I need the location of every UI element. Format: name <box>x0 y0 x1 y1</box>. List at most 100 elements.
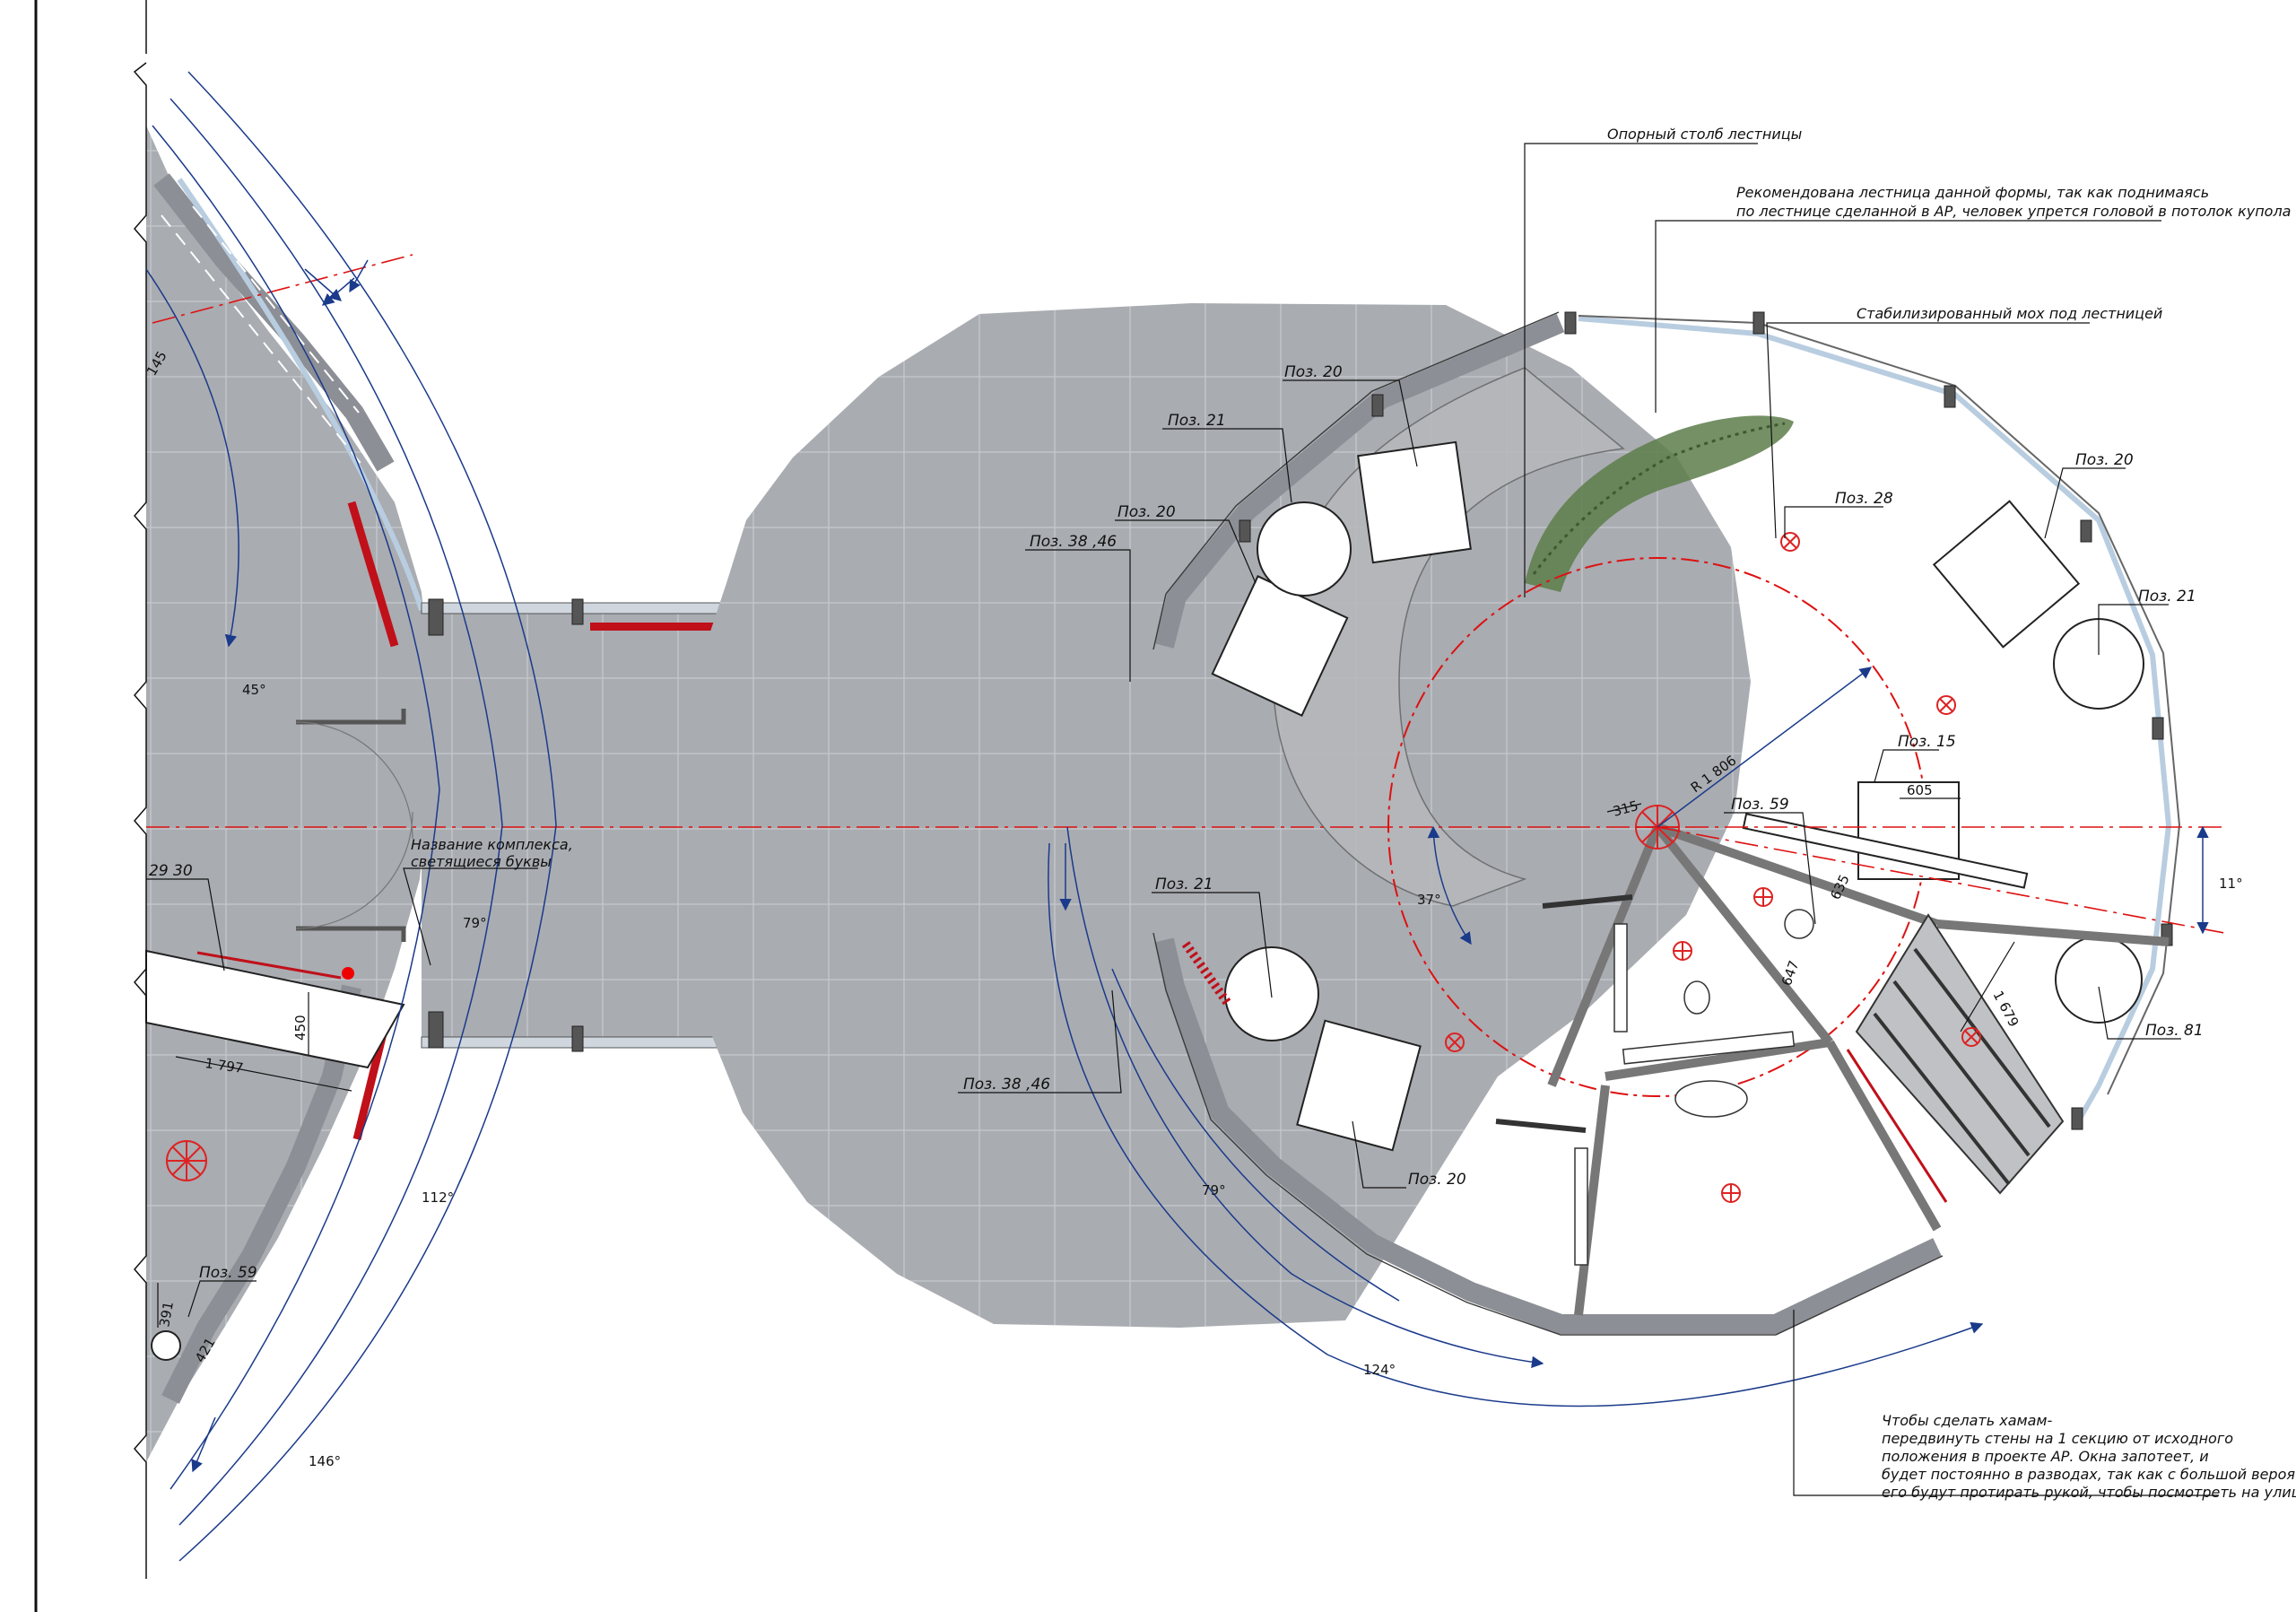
note-sign-2: светящиеся буквы <box>411 853 552 870</box>
left-dashed-line <box>161 214 364 467</box>
left-door-bottom <box>296 926 406 942</box>
note-hamam-2: передвинуть стены на 1 секцию от исходно… <box>1882 1430 2233 1447</box>
right-hall-wall-bottom <box>1154 937 1942 1334</box>
left-sink <box>151 1330 181 1361</box>
facade-post-7 <box>2071 1107 2083 1130</box>
label-poz59-left: Поз. 59 <box>199 1264 257 1282</box>
label-poz20-bottom: Поз. 20 <box>1408 1171 1466 1189</box>
sign-letters <box>196 951 342 980</box>
dim-45: 45° <box>242 682 266 698</box>
dim-ticks <box>157 797 2015 1328</box>
label-poz21-right: Поз. 21 <box>2138 588 2196 606</box>
left-hall-floor <box>146 126 430 1462</box>
left-hall-glass-arc <box>177 178 424 611</box>
note-stair-post: Опорный столб лестницы <box>1607 126 1802 143</box>
partition-f <box>1936 919 2170 946</box>
label-poz81: Поз. 81 <box>2145 1022 2204 1040</box>
label-poz20-mid: Поз. 20 <box>1118 503 1176 521</box>
table-1 <box>1257 501 1352 597</box>
partition-g <box>1574 1085 1610 1316</box>
right-hall-wall-top <box>1154 313 1565 649</box>
left-hall-outer-wall <box>153 173 395 472</box>
dim-37: 37° <box>1417 892 1441 908</box>
note-moss: Стабилизированный мох под лестницей <box>1857 305 2162 322</box>
label-poz20-top: Поз. 20 <box>1284 363 1343 381</box>
reception-cabinet <box>1742 813 2029 889</box>
note-hamam-3: положения в проекте АР. Окна запотеет, и <box>1882 1448 2209 1465</box>
break-line-left <box>133 62 147 1579</box>
post-2 <box>571 598 584 625</box>
armchair-3 <box>1932 500 2081 649</box>
sauna-benches <box>1855 913 2065 1195</box>
note-stair-rec-2: по лестнице сделанной в АР, человек упре… <box>1736 203 2291 220</box>
label-poz21-bottom: Поз. 21 <box>1155 876 1213 893</box>
post-1 <box>428 598 444 636</box>
facade-post-3 <box>1944 385 1956 408</box>
partition-d <box>1825 1040 1942 1232</box>
facade-post-5 <box>2152 717 2164 740</box>
facade-post-2 <box>1752 311 1765 335</box>
armchair-4 <box>1296 1019 1422 1152</box>
sauna-bench-1 <box>1873 1012 2011 1186</box>
label-poz15: Поз. 15 <box>1898 733 1956 751</box>
left-hall <box>145 126 430 1462</box>
note-hamam-4: будет постоянно в разводах, так как с бо… <box>1882 1466 2296 1483</box>
wash-counter <box>1622 1031 1796 1065</box>
left-door-swing-2 <box>295 811 413 929</box>
dim-450: 450 <box>292 1015 309 1041</box>
right-diagonal-axis <box>1657 826 2225 934</box>
left-diagonal-axis <box>152 254 413 324</box>
dim-1797: 1 797 <box>204 1055 244 1076</box>
label-29-30: 29 30 <box>149 862 193 880</box>
partition-b <box>1654 823 1833 1046</box>
partition-c <box>1605 1038 1831 1081</box>
right-hall-wall-bottom-outline <box>1152 932 1944 1336</box>
label-poz21-top: Поз. 21 <box>1168 412 1226 430</box>
post-7 <box>571 1025 584 1052</box>
dim-146: 146° <box>309 1453 341 1469</box>
dim-112: 112° <box>422 1189 454 1206</box>
right-hall-wall-top-outline <box>1152 311 1560 650</box>
left-door-swing <box>295 721 413 840</box>
left-fire-symbol <box>166 1140 207 1181</box>
sauna-red-line <box>1846 1049 1948 1203</box>
dim-79-left: 79° <box>463 915 487 931</box>
sink-2 <box>1674 1080 1748 1118</box>
dim-11: 11° <box>2219 876 2243 892</box>
dimension-arcs <box>145 71 2209 1562</box>
right-hall-floor <box>698 303 1751 1328</box>
corridor-red-top <box>590 623 755 631</box>
moss-under-stair <box>1525 415 1794 592</box>
sign-light <box>342 967 354 980</box>
sink-1 <box>1683 980 1710 1015</box>
shower-panel-1 <box>1613 923 1628 1033</box>
sauna-bench-2 <box>1892 980 2031 1157</box>
armchair-2 <box>1211 575 1349 717</box>
left-dashed-line-2 <box>192 205 360 414</box>
left-red-strip-top <box>347 501 399 648</box>
dim-79-right: 79° <box>1202 1182 1226 1198</box>
post-6 <box>428 1011 444 1049</box>
facade-post-4 <box>2080 519 2092 543</box>
shower-panel-2 <box>1574 1147 1588 1266</box>
label-poz28: Поз. 28 <box>1835 490 1893 508</box>
facade-post-9 <box>1239 519 1251 543</box>
table-4 <box>2055 936 2143 1024</box>
label-poz59-right: Поз. 59 <box>1731 796 1789 814</box>
dim-124: 124° <box>1363 1362 1396 1378</box>
facade-post-1 <box>1564 311 1577 335</box>
detector-symbols <box>1445 532 1981 1203</box>
shower-2 <box>1495 1119 1587 1133</box>
partition-e <box>1656 823 1939 928</box>
moss-texture <box>1532 422 1786 575</box>
partition-a <box>1547 825 1662 1087</box>
dim-391: 391 <box>156 1300 177 1328</box>
armchair-1 <box>1357 440 1472 564</box>
sink-3 <box>1784 909 1814 939</box>
shower-1 <box>1542 894 1633 909</box>
sauna-bench-3 <box>1913 947 2051 1128</box>
right-hall-glass-frame <box>1578 315 2181 1095</box>
note-stair-rec-1: Рекомендована лестница данной формы, так… <box>1736 184 2209 201</box>
note-hamam-5: его будут протирать рукой, чтобы посмотр… <box>1882 1484 2296 1501</box>
